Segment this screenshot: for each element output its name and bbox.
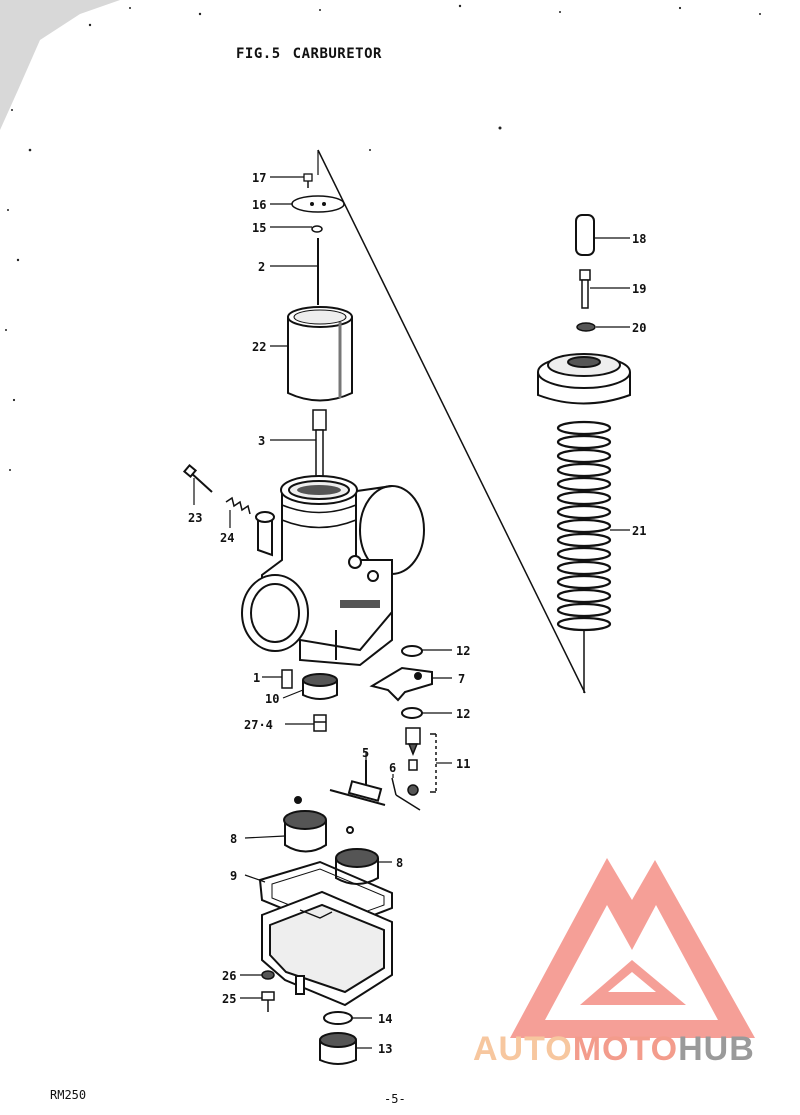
callout-9: 9 xyxy=(230,869,237,883)
exploded-guide-line xyxy=(317,149,586,694)
callout-17: 17 xyxy=(252,171,266,185)
part-10-cap xyxy=(302,673,338,700)
callout-11: 11 xyxy=(456,757,470,771)
part-15-clip xyxy=(311,225,323,233)
part-6-pin xyxy=(391,777,421,811)
callout-5: 5 xyxy=(362,746,369,760)
part-20-nut xyxy=(576,322,596,332)
callout-2: 2 xyxy=(258,260,265,274)
callout-7: 7 xyxy=(458,672,465,686)
watermark-logo-icon xyxy=(510,858,755,1038)
figure-title: FIG.5 CARBURETOR xyxy=(236,46,394,62)
figure-name: CARBURETOR xyxy=(292,46,382,62)
part-11-float-valve xyxy=(405,727,437,796)
part-7-float-arm xyxy=(369,666,433,702)
part-12-washer-bottom xyxy=(401,707,423,719)
callout-27-4: 27·4 xyxy=(244,718,273,732)
part-13-plug xyxy=(319,1032,357,1065)
callout-1: 1 xyxy=(253,671,260,685)
callout-19: 19 xyxy=(632,282,646,296)
callout-14: 14 xyxy=(378,1012,392,1026)
callout-8-right: 8 xyxy=(396,856,403,870)
callout-22: 22 xyxy=(252,340,266,354)
callout-10: 10 xyxy=(265,692,279,706)
leader-lines xyxy=(193,176,630,1049)
callout-25: 25 xyxy=(222,992,236,1006)
part-27-4-jet xyxy=(313,714,327,732)
callout-15: 15 xyxy=(252,221,266,235)
part-9-gasket xyxy=(258,860,393,932)
callout-16: 16 xyxy=(252,198,266,212)
part-26-washer xyxy=(261,970,275,980)
callout-labels: 17 16 15 2 22 3 23 24 1 10 27·4 18 19 20… xyxy=(188,171,646,1056)
watermark-moto: MOTO xyxy=(572,1030,679,1068)
callout-13: 13 xyxy=(378,1042,392,1056)
part-1-jet xyxy=(281,669,293,689)
part-22-throttle-valve xyxy=(287,306,353,402)
part-8-float-left xyxy=(283,796,327,853)
part-24-spring xyxy=(225,496,251,515)
callout-12-top: 12 xyxy=(456,644,470,658)
part-3-needle-jet xyxy=(312,409,327,481)
callout-23: 23 xyxy=(188,511,202,525)
part-8-float-right xyxy=(335,826,379,885)
part-18-cap xyxy=(575,214,595,256)
part-12-washer-top xyxy=(401,645,423,657)
watermark-text: AUTOMOTOHUB xyxy=(473,1030,755,1069)
footer-page-number: -5- xyxy=(384,1092,406,1106)
part-23-screw xyxy=(182,463,213,493)
part-9-gasket-inner xyxy=(271,868,385,924)
callout-21: 21 xyxy=(632,524,646,538)
callout-8-left: 8 xyxy=(230,832,237,846)
float-chamber xyxy=(261,890,393,1007)
callout-24: 24 xyxy=(220,531,234,545)
watermark-auto: AUTO xyxy=(473,1030,573,1068)
part-17-screw xyxy=(303,173,313,188)
part-5-pin xyxy=(329,760,386,806)
part-14-o-ring xyxy=(323,1011,353,1025)
footer-model: RM250 xyxy=(50,1088,87,1102)
mixing-chamber-top xyxy=(537,353,631,405)
callout-18: 18 xyxy=(632,232,646,246)
callout-3: 3 xyxy=(258,434,265,448)
part-16-plate xyxy=(291,195,345,213)
callout-12-bottom: 12 xyxy=(456,707,470,721)
callout-26: 26 xyxy=(222,969,236,983)
carburetor-body xyxy=(241,475,425,667)
scan-shadow-top-left xyxy=(0,0,120,130)
part-19-adjuster xyxy=(579,269,591,309)
body-shading xyxy=(297,485,380,608)
part-25-bolt xyxy=(261,991,275,1012)
watermark-hub: HUB xyxy=(678,1030,755,1068)
callout-20: 20 xyxy=(632,321,646,335)
callout-6: 6 xyxy=(389,761,396,775)
figure-number: FIG.5 xyxy=(236,46,281,62)
part-21-spring xyxy=(556,420,612,632)
scan-noise xyxy=(5,4,761,471)
